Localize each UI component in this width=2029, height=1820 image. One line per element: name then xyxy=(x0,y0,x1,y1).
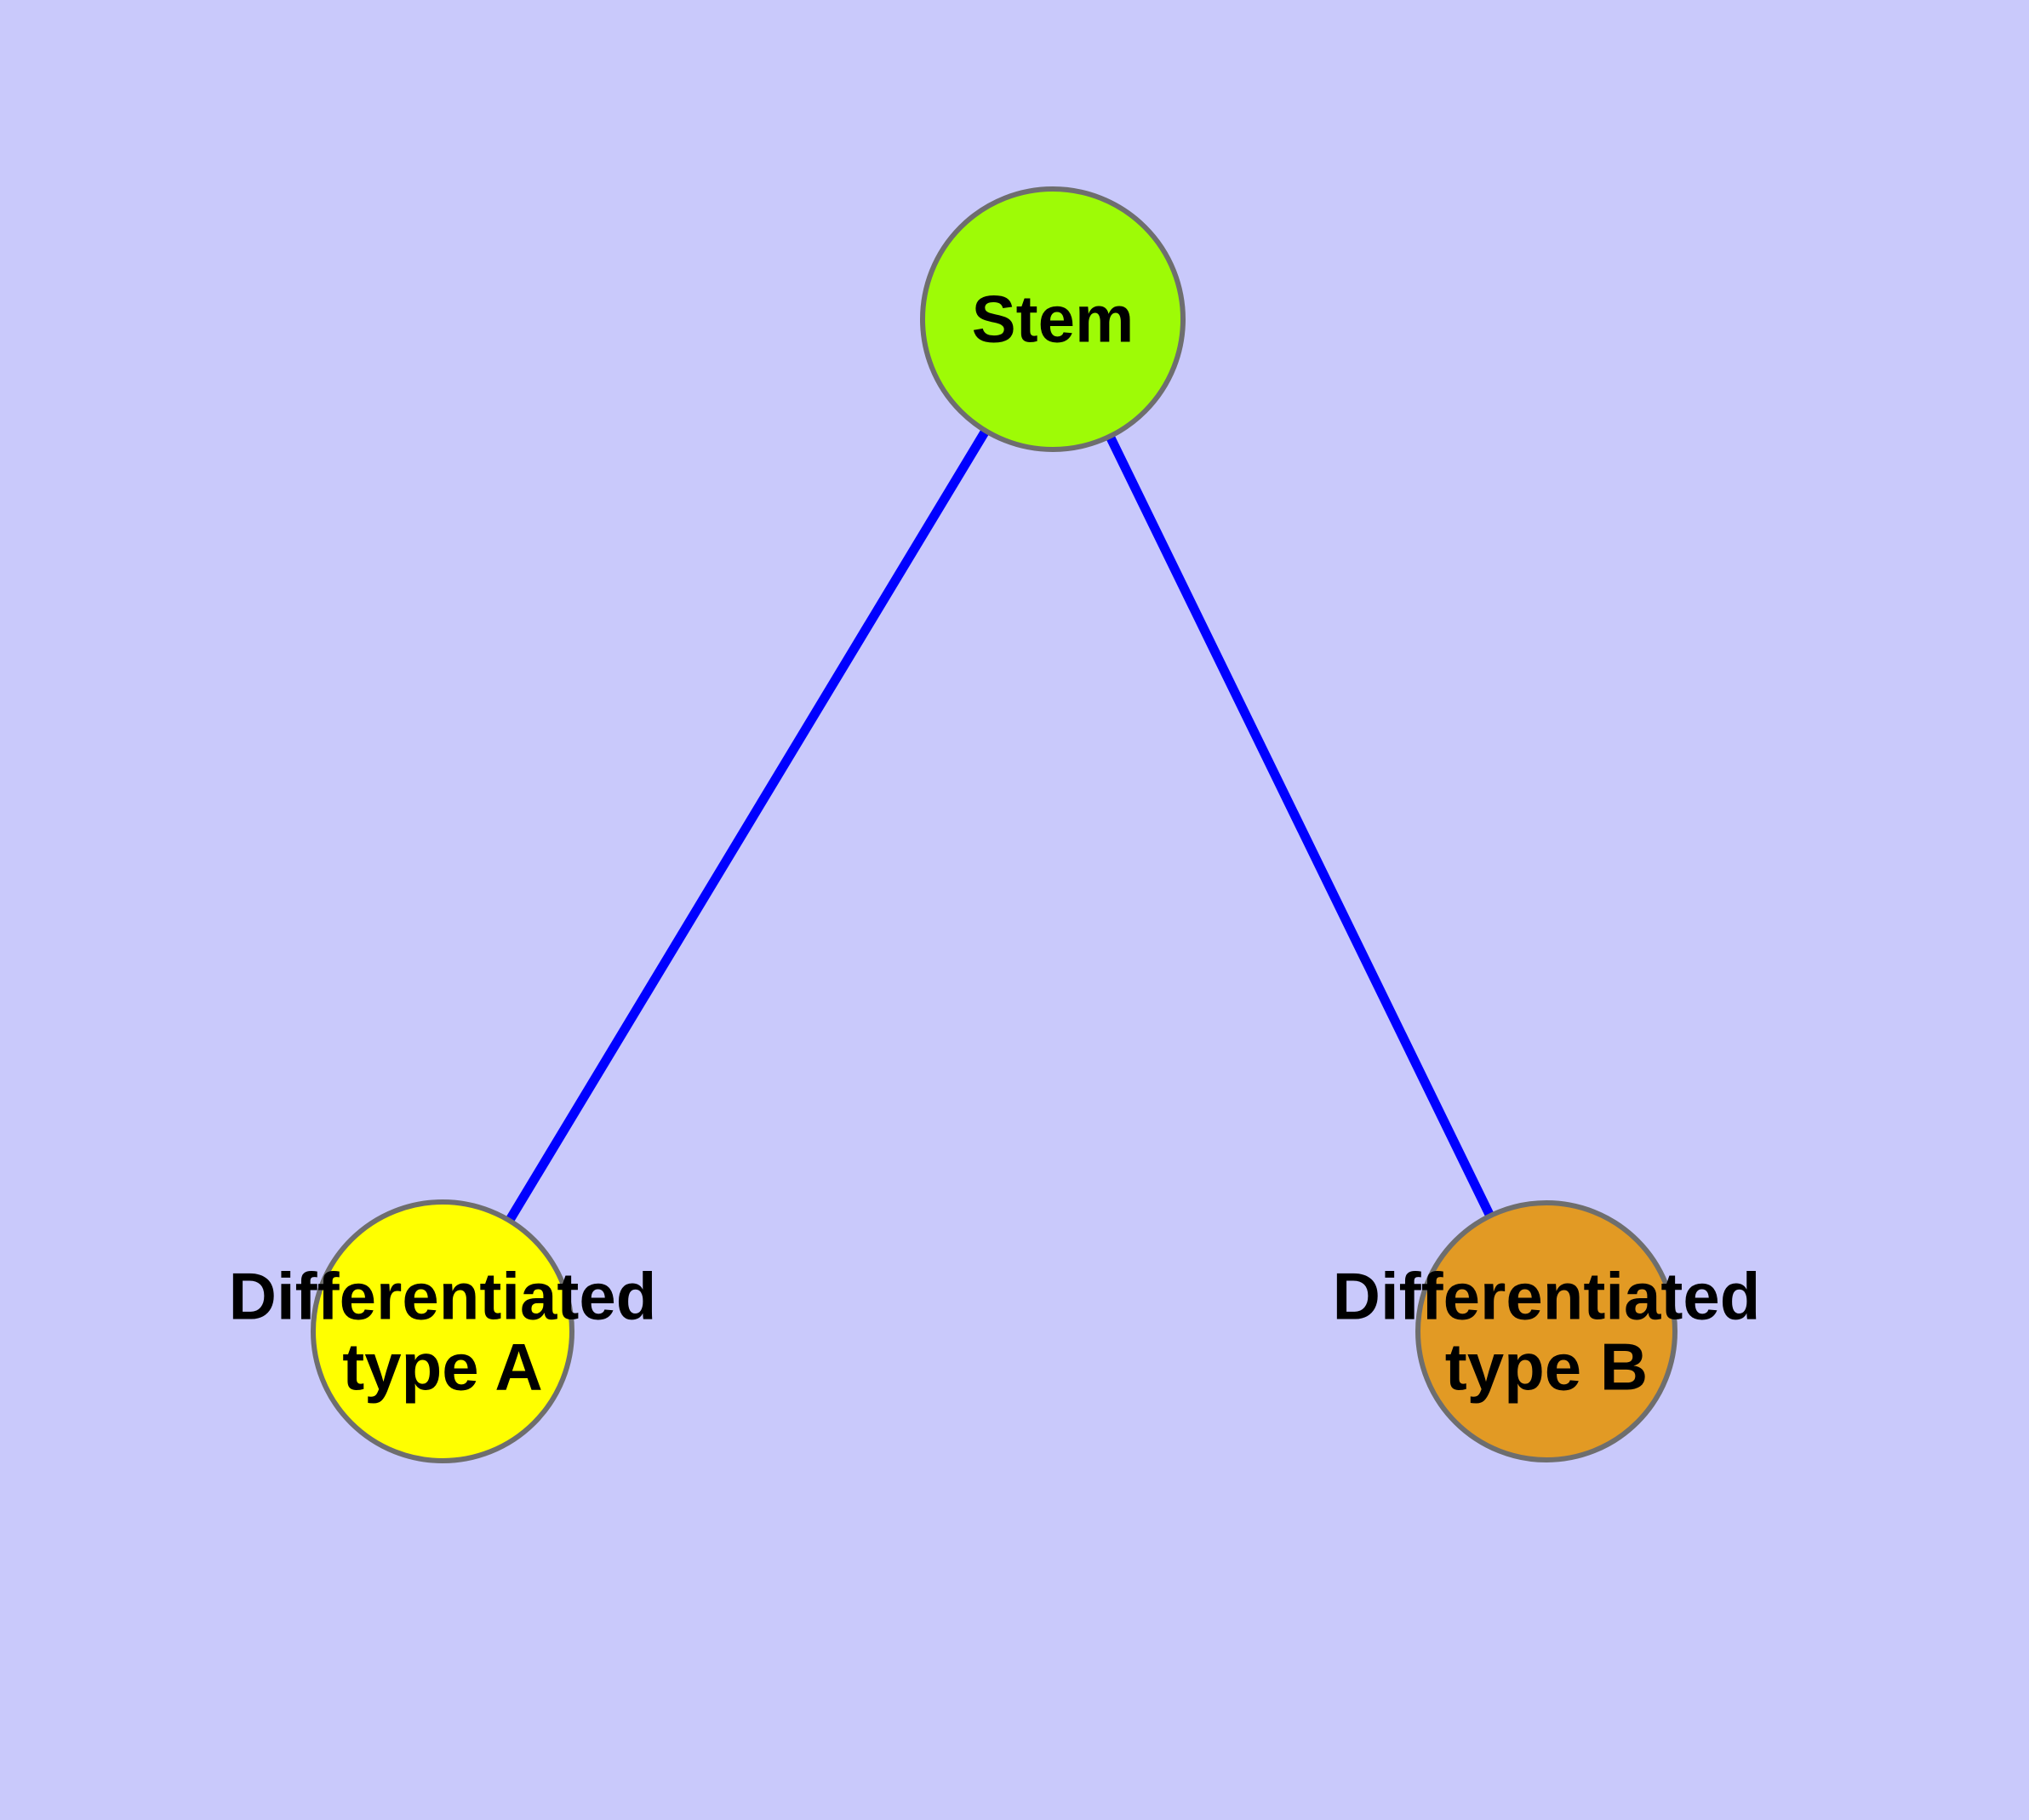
node-circle-diff_a[interactable] xyxy=(311,1199,574,1463)
edge-stem-to-diff_b[interactable] xyxy=(1049,317,1551,1334)
edge-stem-to-diff_a[interactable] xyxy=(438,317,1057,1334)
node-layer xyxy=(311,186,1677,1463)
node-circle-diff_b[interactable] xyxy=(1415,1200,1677,1462)
edge-layer xyxy=(438,317,1551,1334)
node-circle-stem[interactable] xyxy=(920,186,1186,452)
